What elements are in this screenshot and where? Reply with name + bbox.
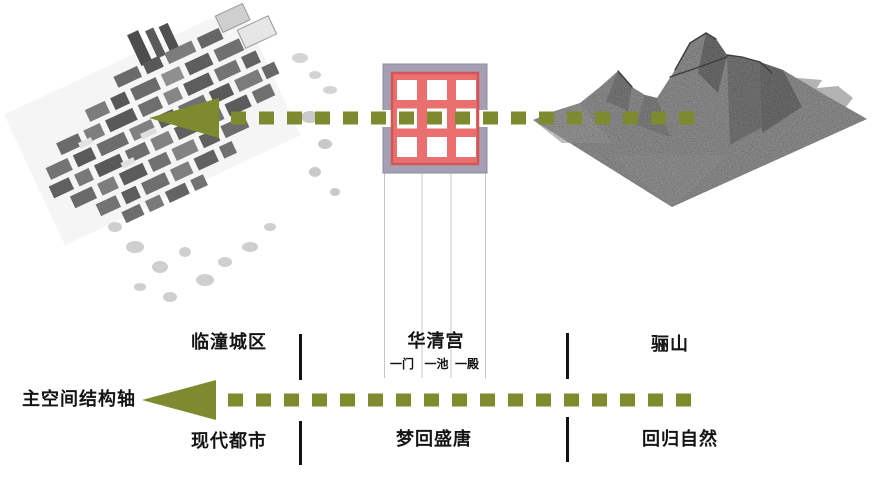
city-tree-blobs	[108, 222, 276, 302]
section-palace-bottom-label: 梦回盛唐	[396, 429, 472, 449]
divider-left-top	[299, 334, 302, 380]
axis-arrow-bottom	[142, 380, 698, 420]
divider-right-bottom	[566, 417, 569, 462]
arrowhead-left-top	[149, 98, 219, 138]
section-mountain-top-label: 骊山	[651, 334, 689, 354]
palace-guide-lines	[384, 170, 486, 378]
divider-left-bottom	[299, 421, 302, 465]
arrowhead-left-bottom	[142, 380, 216, 420]
section-palace-top-label: 华清宫	[407, 331, 465, 351]
section-urban-bottom-label: 现代都市	[191, 431, 267, 451]
divider-right-top	[566, 333, 569, 379]
palace-sub-label-pool: 一池	[424, 357, 449, 371]
axis-arrow-top	[149, 98, 702, 138]
section-mountain-bottom-label: 回归自然	[642, 429, 718, 449]
city-3d-model	[4, 2, 340, 302]
palace-sub-label-hall: 一殿	[454, 357, 479, 371]
mountain-terrain-3d-model	[533, 32, 867, 207]
axis-title: 主空间结构轴	[22, 389, 136, 409]
section-urban-top-label: 临潼城区	[191, 332, 267, 352]
palace-sub-label-gate: 一门	[389, 357, 414, 371]
